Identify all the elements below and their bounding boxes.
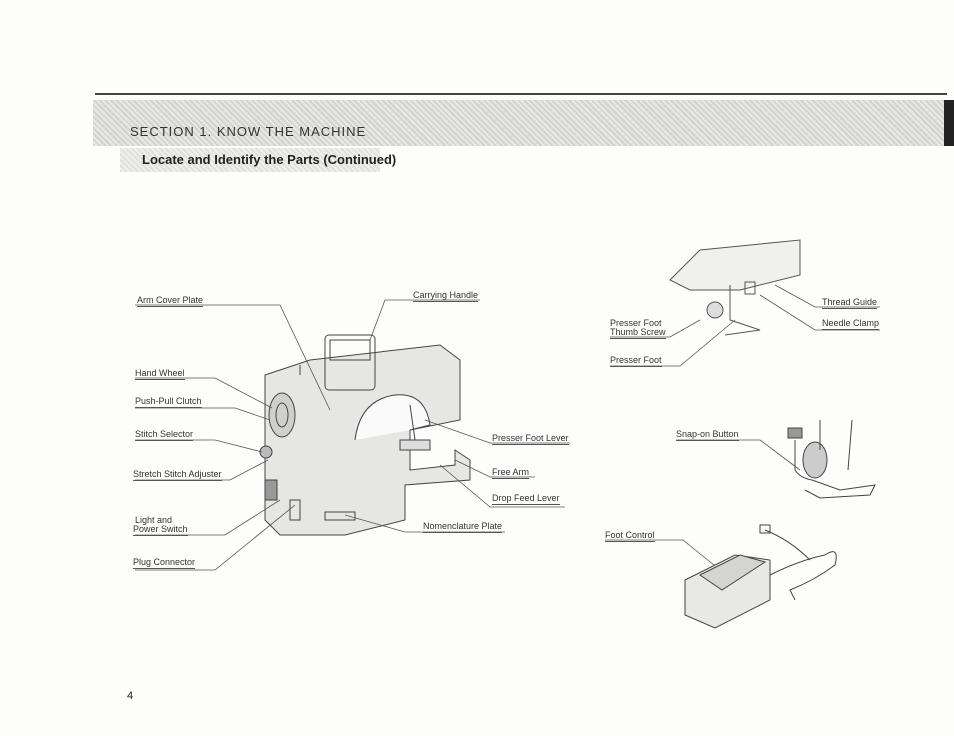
- plug-connector-label: Plug Connector: [133, 557, 196, 569]
- subtitle-band: [120, 148, 380, 172]
- light-and-label: Light and: [135, 515, 173, 525]
- push-pull-clutch-label: Push-Pull Clutch: [135, 396, 202, 408]
- carrying-handle-label: Carrying Handle: [413, 290, 479, 302]
- nomenclature-plate-label: Nomenclature Plate: [423, 521, 503, 533]
- foot-control-label: Foot Control: [605, 530, 655, 542]
- sewing-machine-illustration: [259, 334, 471, 536]
- thread-guide-label: Thread Guide: [822, 297, 878, 309]
- section-title: SECTION 1. KNOW THE MACHINE: [130, 124, 367, 139]
- free-arm-label: Free Arm: [492, 467, 530, 479]
- snap-on-button-label: Snap-on Button: [676, 429, 739, 441]
- drop-feed-lever-label: Drop Feed Lever: [492, 493, 560, 505]
- presser-foot-illustration: [669, 239, 801, 336]
- presser-foot-thumb-screw-label-line1: Presser Foot: [610, 318, 662, 328]
- needle-clamp-label: Needle Clamp: [822, 318, 880, 330]
- power-switch-label: Power Switch: [133, 524, 188, 536]
- stretch-stitch-adjuster-label: Stretch Stitch Adjuster: [133, 469, 222, 481]
- page-number: 4: [127, 690, 134, 702]
- arm-cover-plate-label: Arm Cover Plate: [137, 295, 204, 307]
- hand-wheel-label: Hand Wheel: [135, 368, 185, 380]
- stitch-selector-label: Stitch Selector: [135, 429, 194, 441]
- section-band: [93, 100, 954, 146]
- snap-on-foot-illustration: [787, 419, 876, 499]
- presser-foot-label: Presser Foot: [610, 355, 662, 367]
- callout-leaders: [135, 284, 880, 571]
- presser-foot-thumb-screw-label-line2: Thumb Screw: [610, 327, 666, 339]
- header-rule: [95, 93, 947, 95]
- page-subtitle: Locate and Identify the Parts (Continued…: [142, 152, 397, 167]
- presser-foot-lever-label: Presser Foot Lever: [492, 433, 569, 445]
- foot-control-illustration: [684, 524, 837, 629]
